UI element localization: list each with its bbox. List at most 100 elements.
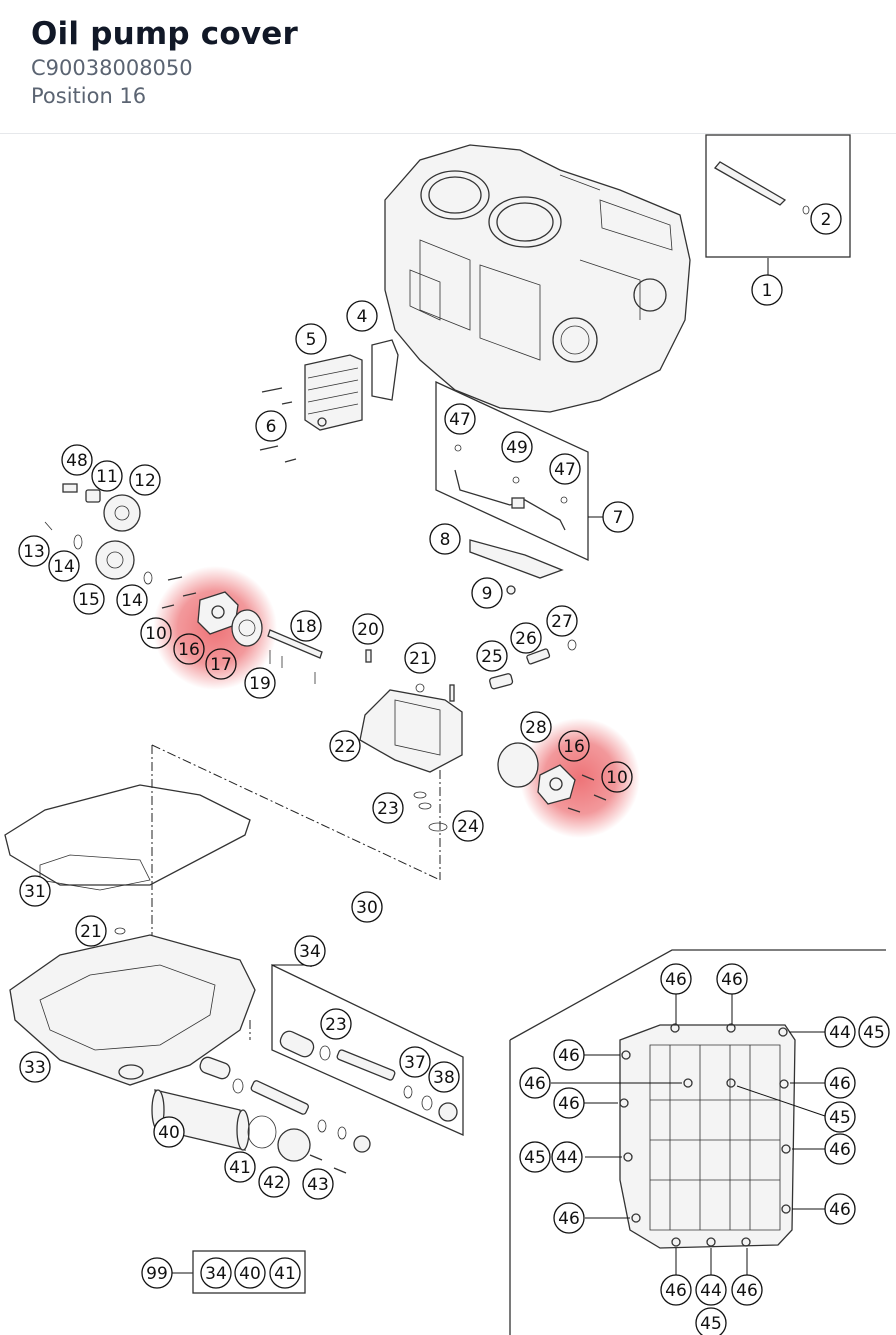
callout-38[interactable]: 38 [428,1061,460,1093]
callout-46[interactable]: 46 [716,963,748,995]
callout-46[interactable]: 46 [660,963,692,995]
callout-14[interactable]: 14 [116,584,148,616]
callout-34[interactable]: 34 [294,935,326,967]
callout-33[interactable]: 33 [19,1051,51,1083]
callout-9[interactable]: 9 [471,577,503,609]
callout-45[interactable]: 45 [858,1016,890,1048]
callout-circle [520,711,552,743]
callout-20[interactable]: 20 [352,613,384,645]
callout-16[interactable]: 16 [173,633,205,665]
callout-19[interactable]: 19 [244,667,276,699]
callout-46[interactable]: 46 [660,1274,692,1306]
callout-46[interactable]: 46 [553,1202,585,1234]
callout-4[interactable]: 4 [346,300,378,332]
callout-43[interactable]: 43 [302,1168,334,1200]
callout-label: 16 [563,737,585,757]
callout-34[interactable]: 34 [200,1257,232,1289]
callout-circle [519,1141,551,1173]
callout-22[interactable]: 22 [329,730,361,762]
callout-40[interactable]: 40 [153,1116,185,1148]
callout-label: 45 [700,1314,722,1334]
callout-45[interactable]: 45 [695,1307,727,1335]
callout-label: 19 [249,674,271,694]
callout-16[interactable]: 16 [558,730,590,762]
callout-45[interactable]: 45 [824,1101,856,1133]
oil-pan [9,927,256,1086]
callout-label: 23 [377,799,399,819]
callout-7[interactable]: 7 [602,501,634,533]
oil-pump-left [161,576,323,684]
callout-44[interactable]: 44 [551,1141,583,1173]
callout-15[interactable]: 15 [73,583,105,615]
callout-46[interactable]: 46 [731,1274,763,1306]
callout-circle [75,915,107,947]
callout-26[interactable]: 26 [510,622,542,654]
callout-circle [695,1307,727,1335]
callout-circle [404,642,436,674]
callout-47[interactable]: 47 [444,403,476,435]
callout-45[interactable]: 45 [519,1141,551,1173]
callout-14[interactable]: 14 [48,550,80,582]
oil-pipe-box [435,380,589,562]
callout-circle [116,584,148,616]
callout-23[interactable]: 23 [372,792,404,824]
callout-49[interactable]: 49 [501,431,533,463]
callout-18[interactable]: 18 [290,610,322,642]
callout-99[interactable]: 99 [141,1257,173,1289]
callout-30[interactable]: 30 [351,891,383,923]
callout-41[interactable]: 41 [224,1151,256,1183]
callout-11[interactable]: 11 [91,460,123,492]
callout-circle [601,761,633,793]
callout-37[interactable]: 37 [399,1046,431,1078]
callout-1[interactable]: 1 [751,274,783,306]
callout-31[interactable]: 31 [19,875,51,907]
callout-2[interactable]: 2 [810,203,842,235]
callout-circle [153,1116,185,1148]
callout-13[interactable]: 13 [18,535,50,567]
callout-46[interactable]: 46 [553,1087,585,1119]
callout-23[interactable]: 23 [320,1008,352,1040]
callout-circle [602,501,634,533]
callout-47[interactable]: 47 [549,453,581,485]
callout-10[interactable]: 10 [601,761,633,793]
callout-5[interactable]: 5 [295,323,327,355]
callout-circle [173,633,205,665]
callout-10[interactable]: 10 [140,617,172,649]
callout-25[interactable]: 25 [476,640,508,672]
callout-21[interactable]: 21 [404,642,436,674]
callout-46[interactable]: 46 [824,1193,856,1225]
callout-46[interactable]: 46 [824,1067,856,1099]
callout-label: 26 [515,629,537,649]
callout-40[interactable]: 40 [234,1257,266,1289]
callout-label: 46 [829,1200,851,1220]
callout-circle [19,1051,51,1083]
callout-21[interactable]: 21 [75,915,107,947]
callout-6[interactable]: 6 [255,410,287,442]
callout-circle [320,1008,352,1040]
page-title: Oil pump cover [31,16,298,52]
callout-circle [205,648,237,680]
callout-44[interactable]: 44 [824,1016,856,1048]
callout-circle [695,1274,727,1306]
callout-46[interactable]: 46 [553,1039,585,1071]
callout-circle [471,577,503,609]
callout-46[interactable]: 46 [519,1067,551,1099]
engine-block [384,144,691,413]
callout-circle [129,464,161,496]
callout-label: 37 [404,1053,426,1073]
callout-44[interactable]: 44 [695,1274,727,1306]
callout-42[interactable]: 42 [258,1166,290,1198]
callout-8[interactable]: 8 [429,523,461,555]
callout-46[interactable]: 46 [824,1133,856,1165]
callout-27[interactable]: 27 [546,605,578,637]
callout-12[interactable]: 12 [129,464,161,496]
position-label: Position 16 [31,84,147,108]
callout-24[interactable]: 24 [452,810,484,842]
callout-48[interactable]: 48 [61,444,93,476]
callout-label: 47 [449,410,471,430]
callout-circle [558,730,590,762]
callout-41[interactable]: 41 [269,1257,301,1289]
callout-28[interactable]: 28 [520,711,552,743]
callout-17[interactable]: 17 [205,648,237,680]
